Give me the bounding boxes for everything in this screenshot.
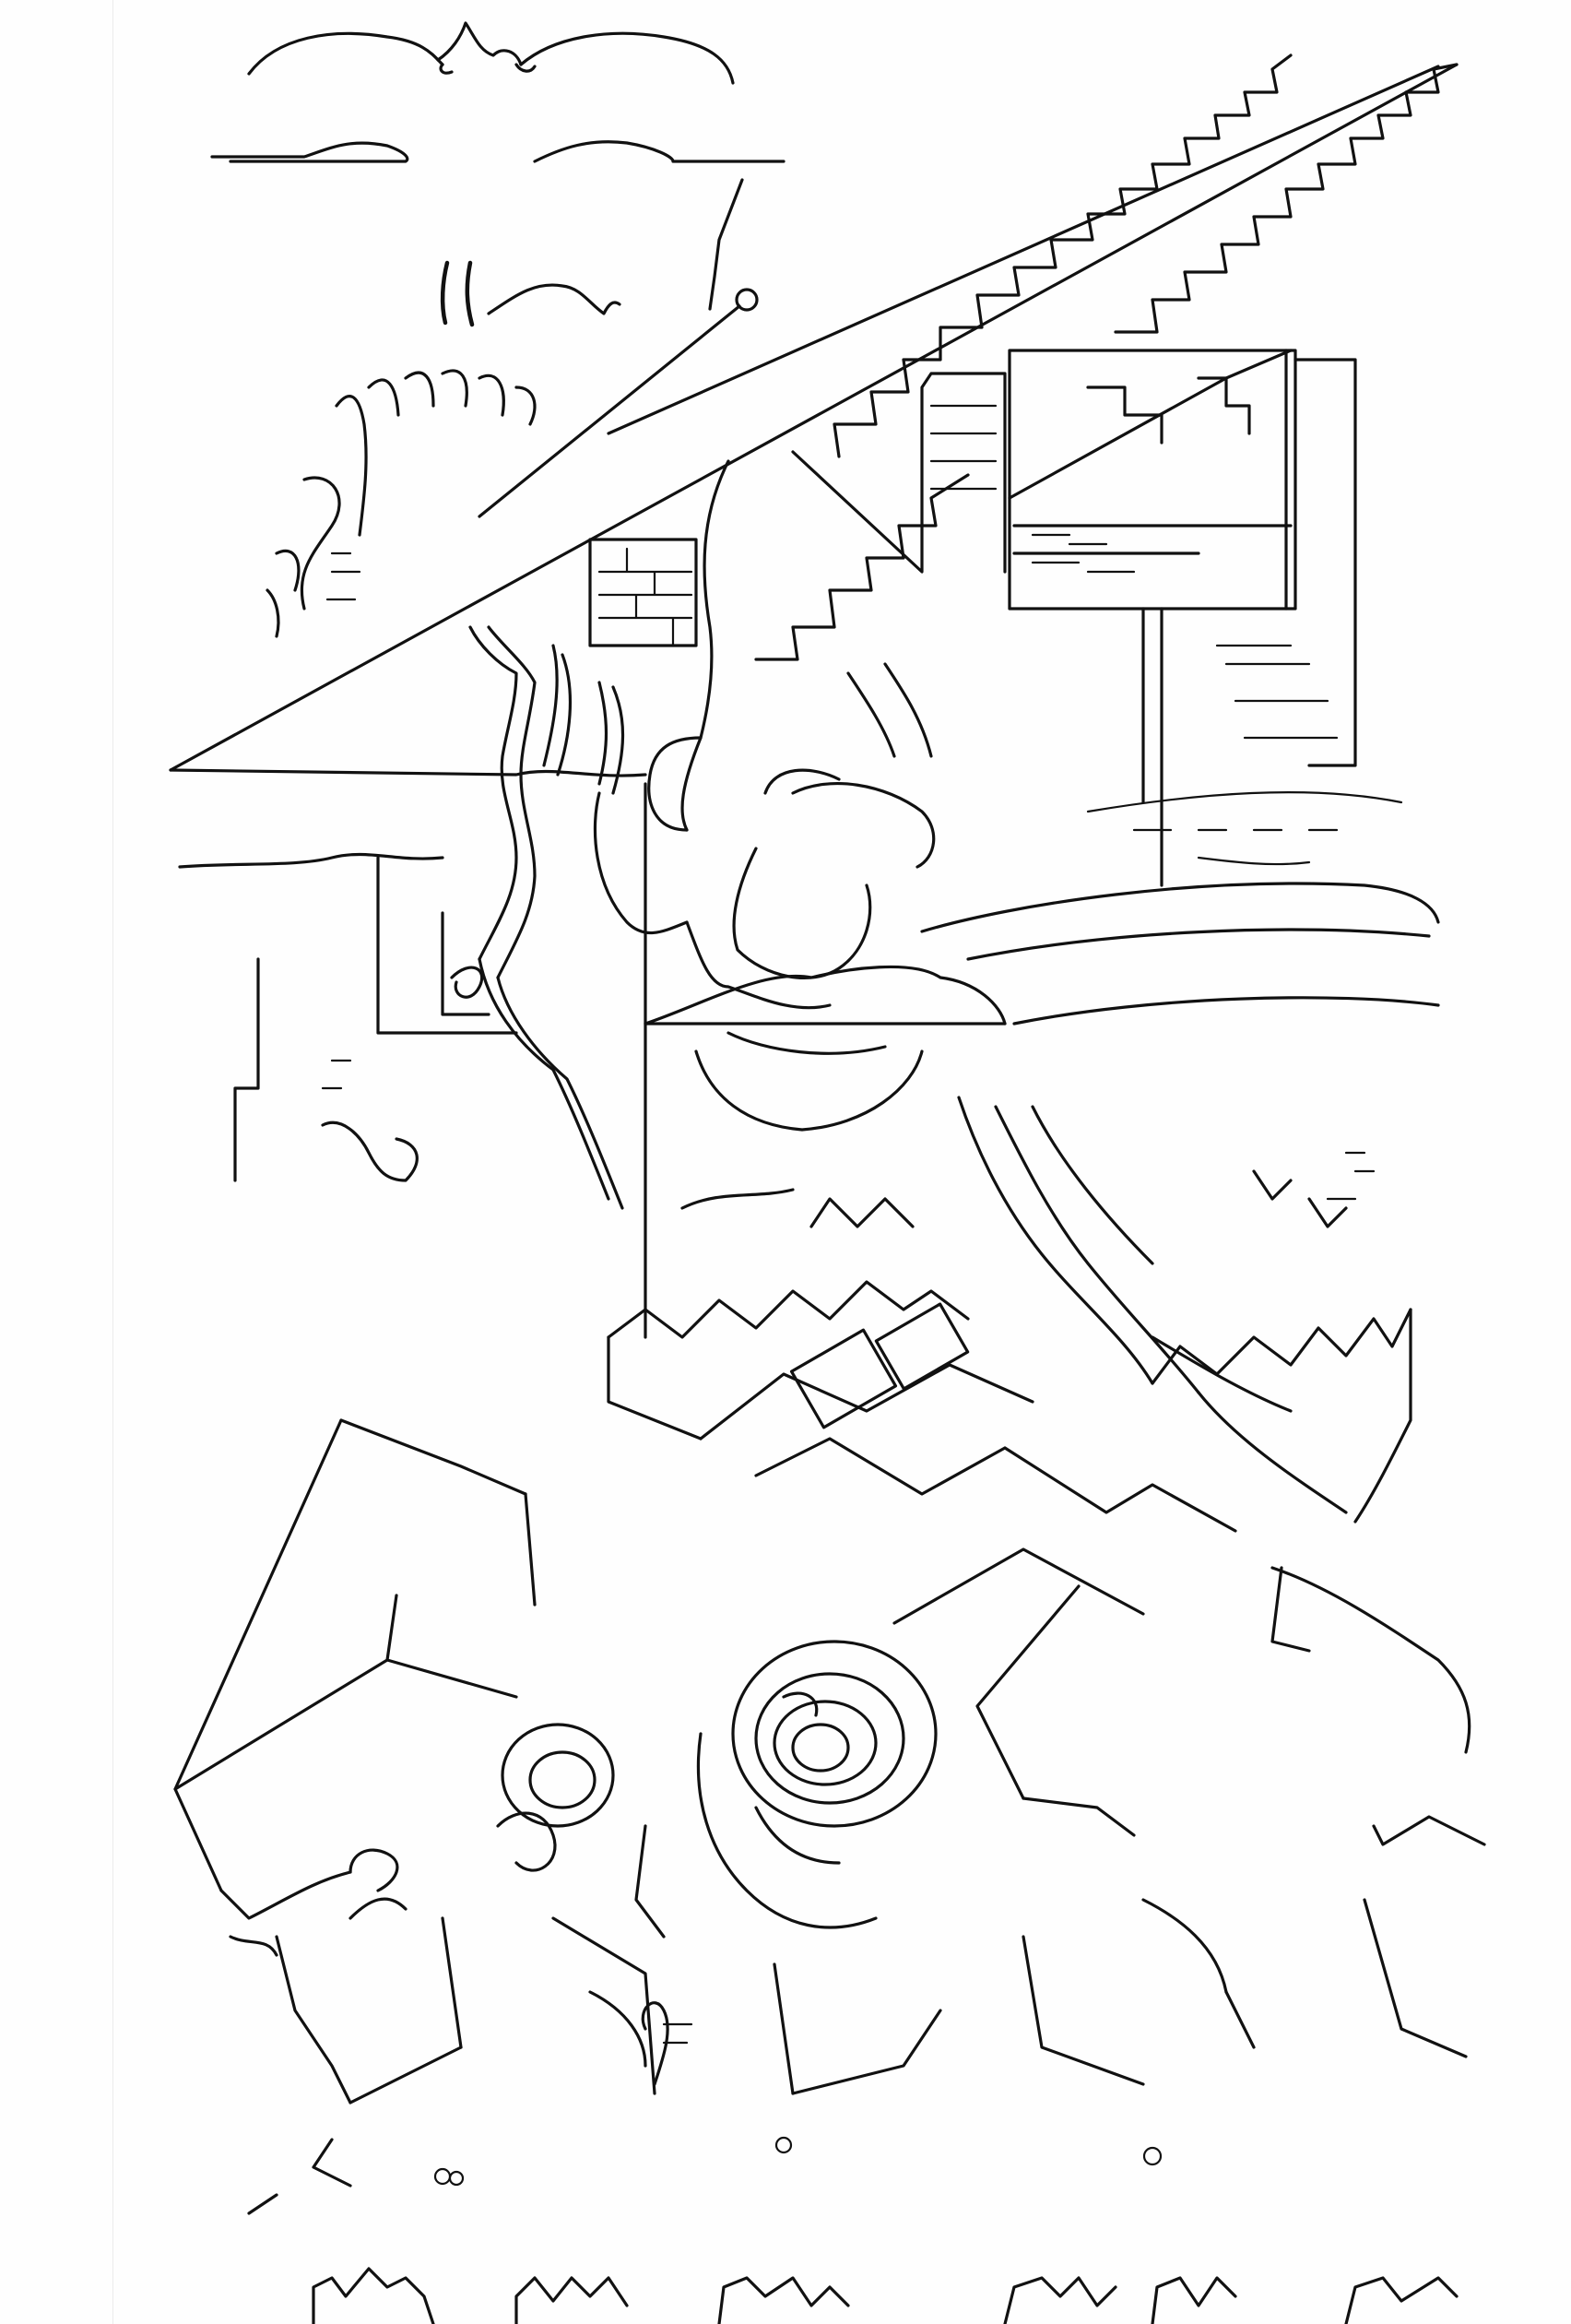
sketch-brick-wall [588,538,698,647]
sketch-lower-blocks [275,1437,1486,2105]
sketch-small-figures [433,2001,1163,2187]
sketch-nose-bridge [732,768,936,979]
sketch-lips [644,965,1007,1132]
sketch-upper-tower [791,372,1007,758]
sketch-staircase [169,53,1459,772]
sketch-horizon-lines [169,768,1440,1026]
sketch-left-building [233,856,518,1182]
sketch-bottom-crenellations [247,2138,1459,2324]
sketch-pin [478,288,759,518]
sketch-lower-left-boxes [173,1418,537,1957]
sketch-right-buildings [957,1096,1412,1524]
sketch-tower-right [1008,349,1357,887]
paper-edge-line [112,0,113,2324]
sketch-brows [247,21,735,85]
sketch-descending-blocks [607,1188,1034,1441]
sketch-face-profile [593,459,832,1339]
sketch-nose-marks [440,178,744,327]
sketch-eyes [210,140,786,163]
sketch-center-ribbon [468,625,625,1210]
sketch-central-spiral [496,1640,938,1929]
sketch-left-leaves [266,369,537,638]
